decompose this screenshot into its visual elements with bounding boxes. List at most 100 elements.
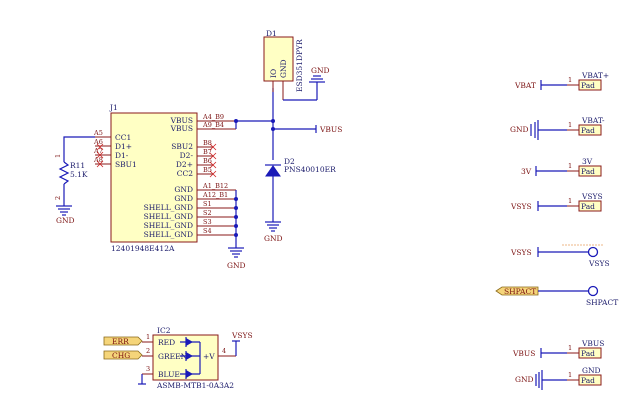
svg-text:Pad: Pad [581, 202, 595, 211]
svg-text:1: 1 [568, 344, 572, 352]
svg-text:GND: GND [279, 59, 288, 78]
rgb-led-ic2[interactable]: IC2 ASMB-MTB1-0A3A2 RED GREEN BLUE 1 2 3… [142, 326, 253, 390]
vbus-label-j1: VBUS [319, 125, 342, 134]
svg-text:1: 1 [568, 162, 572, 170]
svg-text:R11: R11 [70, 161, 85, 170]
ic2-part: ASMB-MTB1-0A3A2 [156, 381, 234, 390]
svg-text:BLUE: BLUE [158, 370, 180, 379]
svg-text:VBAT-: VBAT- [581, 116, 605, 125]
svg-text:2: 2 [54, 196, 62, 200]
svg-text:1: 1 [568, 197, 572, 205]
svg-text:+V: +V [203, 352, 215, 361]
svg-text:VBAT+: VBAT+ [581, 71, 609, 80]
svg-text:D2: D2 [284, 157, 295, 166]
svg-text:D2+: D2+ [176, 160, 193, 169]
svg-text:VBUS: VBUS [170, 124, 193, 133]
j1-pin-a5: A5 [93, 129, 103, 137]
vsys-label-ic2: VSYS [231, 331, 253, 340]
svg-text:SHPACT: SHPACT [586, 298, 618, 307]
svg-text:SHELL_GND: SHELL_GND [144, 203, 193, 212]
svg-text:1: 1 [568, 371, 572, 379]
svg-text:CC2: CC2 [177, 169, 193, 178]
svg-text:1: 1 [568, 76, 572, 84]
no-connect-marks-left [96, 143, 104, 168]
testpoint-shpact[interactable]: SHPACT SHPACT [495, 285, 618, 308]
svg-text:S4: S4 [203, 227, 212, 235]
svg-text:4: 4 [222, 347, 226, 355]
svg-text:1: 1 [146, 333, 150, 341]
led-net-labels: ERR CHG [103, 336, 146, 385]
svg-text:D1: D1 [266, 29, 277, 38]
j1-pin-cc1: CC1 [115, 133, 131, 142]
diode-d2[interactable]: D2 PNS40010ER GND [264, 157, 336, 243]
connector-j1[interactable]: J1 12401948E412A A5 A6 A7 A8 CC1 D1+ D1-… [93, 103, 236, 253]
j1-body [110, 112, 198, 243]
svg-text:SHELL_GND: SHELL_GND [144, 230, 193, 239]
svg-text:PNS40010ER: PNS40010ER [284, 165, 336, 174]
no-connect-marks-right [209, 143, 217, 178]
svg-text:GND: GND [174, 185, 193, 194]
j1-right-pins: A4_B9 A9_B4 B8 B7 B6 B5 A1_B12 A12_B1 S1… [197, 113, 236, 236]
svg-text:IC2: IC2 [157, 326, 171, 335]
svg-text:S3: S3 [203, 218, 212, 226]
svg-text:GND: GND [515, 375, 534, 384]
j1-pin-a7: A7 [93, 147, 103, 155]
esd-diode-d1[interactable]: D1 IO GND ESD351DPYR GND [263, 29, 330, 101]
svg-text:RED: RED [158, 338, 175, 347]
svg-text:GND: GND [510, 125, 529, 134]
svg-text:GREEN: GREEN [158, 352, 188, 361]
j1-ref: J1 [109, 103, 118, 112]
svg-text:SHELL_GND: SHELL_GND [144, 212, 193, 221]
vbus-wiring: VBUS [234, 88, 342, 160]
pad-vbus[interactable]: VBUS 1 Pad VBUS [512, 339, 604, 359]
j1-pin-d1p: D1+ [115, 142, 132, 151]
j1-pin-a8: A8 [93, 156, 103, 164]
svg-text:Pad: Pad [581, 126, 595, 135]
gnd-label-d2: GND [264, 234, 283, 243]
svg-text:IO: IO [269, 69, 278, 78]
svg-text:B6: B6 [203, 157, 212, 165]
svg-text:A9_B4: A9_B4 [202, 121, 224, 129]
svg-text:VBUS: VBUS [581, 339, 604, 348]
pad-gnd[interactable]: GND 1 Pad GND [515, 366, 602, 390]
pad-vsys[interactable]: VSYS 1 Pad VSYS [510, 192, 603, 212]
j1-left-pins: A5 A6 A7 A8 CC1 D1+ D1- SBU1 [93, 129, 137, 169]
testpoint-vsys[interactable]: VSYS VSYS [510, 244, 610, 268]
resistor-r11[interactable]: R11 5.1K 1 2 GND [54, 136, 95, 225]
svg-text:3V: 3V [521, 167, 532, 176]
j1-gnd-wiring: GND [227, 190, 246, 270]
svg-text:SHELL_GND: SHELL_GND [144, 221, 193, 230]
svg-text:VBAT: VBAT [514, 81, 536, 90]
svg-text:3V: 3V [582, 157, 593, 166]
svg-text:A1_B12: A1_B12 [202, 182, 228, 190]
svg-text:D2-: D2- [180, 151, 194, 160]
svg-text:VBUS: VBUS [512, 349, 535, 358]
svg-text:1: 1 [54, 154, 62, 158]
svg-text:A12_B1: A12_B1 [202, 191, 228, 199]
svg-text:VSYS: VSYS [581, 192, 603, 201]
svg-text:A4_B9: A4_B9 [202, 113, 224, 121]
shpact-label: SHPACT [504, 287, 536, 296]
pad-vbat-plus[interactable]: VBAT 1 Pad VBAT+ [514, 71, 609, 91]
svg-text:Pad: Pad [581, 349, 595, 358]
svg-text:Pad: Pad [581, 167, 595, 176]
svg-text:B8: B8 [203, 139, 212, 147]
err-label: ERR [112, 337, 129, 346]
d1-part: ESD351DPYR [295, 39, 304, 92]
gnd-label-d1: GND [311, 66, 330, 75]
svg-text:VSYS: VSYS [510, 202, 532, 211]
svg-text:SBU2: SBU2 [171, 142, 193, 151]
svg-text:1: 1 [568, 121, 572, 129]
j1-pin-a6: A6 [93, 138, 103, 146]
pad-vbat-minus[interactable]: GND 1 Pad VBAT- [510, 116, 605, 140]
j1-pin-sbu1: SBU1 [115, 160, 137, 169]
svg-text:2: 2 [146, 347, 150, 355]
pad-3v[interactable]: 3V 1 Pad 3V [521, 157, 602, 177]
svg-text:B7: B7 [203, 148, 212, 156]
svg-text:5.1K: 5.1K [70, 170, 88, 179]
j1-right-pin-names: VBUS VBUS SBU2 D2- D2+ CC2 GND GND SHELL… [144, 116, 194, 239]
svg-text:B5: B5 [203, 166, 212, 174]
svg-text:S1: S1 [203, 200, 212, 208]
svg-text:S2: S2 [203, 209, 212, 217]
